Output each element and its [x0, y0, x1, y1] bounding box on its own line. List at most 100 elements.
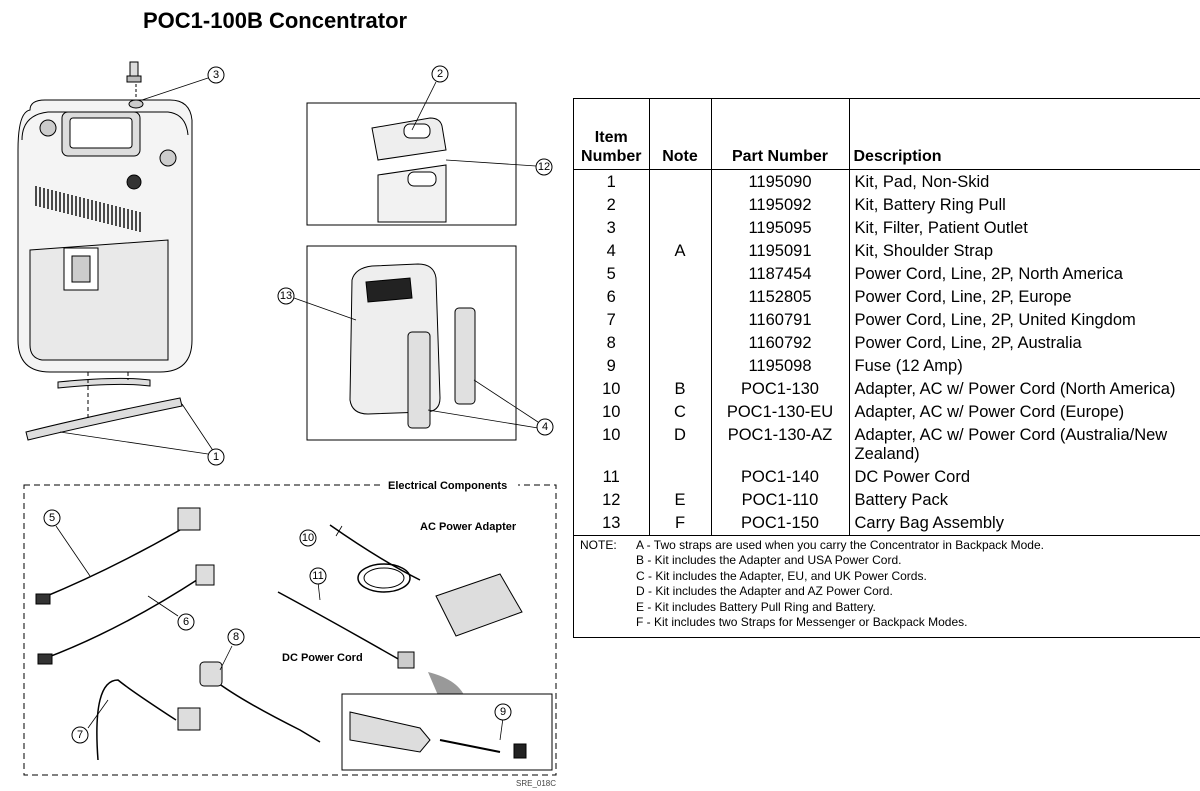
- note-d: D - Kit includes the Adapter and AZ Powe…: [636, 584, 893, 598]
- part-number-cell: 1195090: [710, 169, 849, 194]
- callout-circle-10: [299, 529, 317, 547]
- note-cell: [648, 169, 711, 194]
- electrical-components-label: Electrical Components: [388, 480, 507, 492]
- description-cell: Power Cord, Line, 2P, North America: [848, 262, 1200, 286]
- parts-diagram: 3 2 12 13 4 1 5 6 7 8 10 11 9 Electrical…: [17, 61, 557, 776]
- note-cell: [648, 331, 711, 355]
- description-cell: Power Cord, Line, 2P, United Kingdom: [848, 308, 1200, 332]
- dc-power-cord-label: DC Power Cord: [282, 652, 363, 664]
- description-cell: Kit, Pad, Non-Skid: [848, 169, 1200, 194]
- callout-7: 7: [77, 729, 83, 741]
- note-cell: B: [648, 377, 711, 401]
- description-cell: DC Power Cord: [848, 465, 1200, 489]
- note-cell: [648, 465, 711, 489]
- callout-6: 6: [183, 616, 189, 628]
- part-number-cell: 1195092: [710, 193, 849, 217]
- callout-4: 4: [542, 421, 548, 433]
- leader-lines: [55, 77, 539, 741]
- item-number-cell: 8: [606, 333, 616, 352]
- callout-circle-6: [177, 613, 195, 631]
- page-title: POC1-100B Concentrator: [143, 8, 408, 33]
- note-cell: E: [648, 488, 711, 512]
- callout-circles: [43, 65, 554, 744]
- item-number-cell: 13: [602, 513, 621, 532]
- header-description: Description: [848, 99, 1200, 170]
- notes-section: NOTE: A - Two straps are used when you c…: [574, 534, 1200, 637]
- note-f: F - Kit includes two Straps for Messenge…: [636, 615, 968, 629]
- callout-circle-12: [535, 158, 553, 176]
- callout-circle-3: [207, 66, 225, 84]
- note-e: E - Kit includes Battery Pull Ring and B…: [636, 599, 876, 614]
- note-cell: D: [648, 423, 711, 466]
- item-number-cell: 11: [602, 467, 620, 486]
- part-number-cell: POC1-110: [710, 488, 849, 512]
- part-number-cell: 1160792: [710, 331, 849, 355]
- callout-1: 1: [213, 451, 219, 463]
- callout-circle-9: [494, 703, 512, 721]
- callout-11: 11: [312, 570, 323, 582]
- callout-circle-13: [277, 287, 295, 305]
- part-number-cell: POC1-130-EU: [710, 400, 849, 424]
- item-number-cell: 6: [606, 287, 616, 306]
- item-number-cell: 2: [606, 195, 616, 214]
- callout-circle-2: [431, 65, 449, 83]
- part-number-cell: POC1-140: [710, 465, 849, 489]
- parts-table: Item Number Note Part Number Description…: [573, 98, 1200, 638]
- callout-2: 2: [437, 68, 443, 80]
- header-note: Note: [648, 99, 711, 170]
- note-label: NOTE:: [580, 537, 617, 552]
- note-cell: F: [648, 511, 711, 535]
- note-cell: [648, 262, 711, 286]
- description-cell: Fuse (12 Amp): [848, 354, 1200, 378]
- note-a: A - Two straps are used when you carry t…: [636, 537, 1044, 552]
- description-cell: Kit, Shoulder Strap: [848, 239, 1200, 263]
- part-number-cell: 1195091: [710, 239, 849, 263]
- figure-code: SRE_018C: [516, 779, 557, 788]
- callout-circle-8: [227, 628, 245, 646]
- description-cell: Carry Bag Assembly: [848, 511, 1200, 535]
- header-item-number: Item Number: [574, 99, 649, 170]
- callout-13: 13: [280, 290, 292, 302]
- item-number-cell: 10: [602, 425, 621, 444]
- description-cell: Kit, Battery Ring Pull: [848, 193, 1200, 217]
- description-cell: Power Cord, Line, 2P, Australia: [848, 331, 1200, 355]
- note-c: C - Kit includes the Adapter, EU, and UK…: [636, 568, 927, 583]
- note-b: B - Kit includes the Adapter and USA Pow…: [636, 553, 902, 567]
- header-part-number: Part Number: [710, 99, 849, 170]
- part-number-cell: 1195098: [710, 354, 849, 378]
- note-cell: [648, 308, 711, 332]
- battery-ring-illustration: [306, 102, 517, 226]
- carry-bag-illustration: [306, 245, 517, 441]
- concentrator-illustration: [17, 61, 193, 441]
- description-cell: Adapter, AC w/ Power Cord (Australia/New…: [848, 423, 1200, 466]
- item-number-cell: 7: [606, 310, 616, 329]
- note-cell: [648, 285, 711, 309]
- part-number-cell: POC1-130: [710, 377, 849, 401]
- part-number-cell: 1152805: [710, 285, 849, 309]
- item-number-cell: 1: [606, 172, 616, 191]
- callout-10: 10: [302, 532, 314, 544]
- note-cell: C: [648, 400, 711, 424]
- note-cell: [648, 216, 711, 240]
- part-number-cell: 1195095: [710, 216, 849, 240]
- item-number-cell: 9: [606, 356, 616, 375]
- notes-list: A - Two straps are used when you carry t…: [636, 538, 1196, 631]
- description-cell: Kit, Filter, Patient Outlet: [848, 216, 1200, 240]
- item-number-cell: 5: [606, 264, 616, 283]
- item-number-cell: 10: [602, 379, 621, 398]
- part-number-cell: 1160791: [710, 308, 849, 332]
- item-number-cell: 12: [602, 490, 621, 509]
